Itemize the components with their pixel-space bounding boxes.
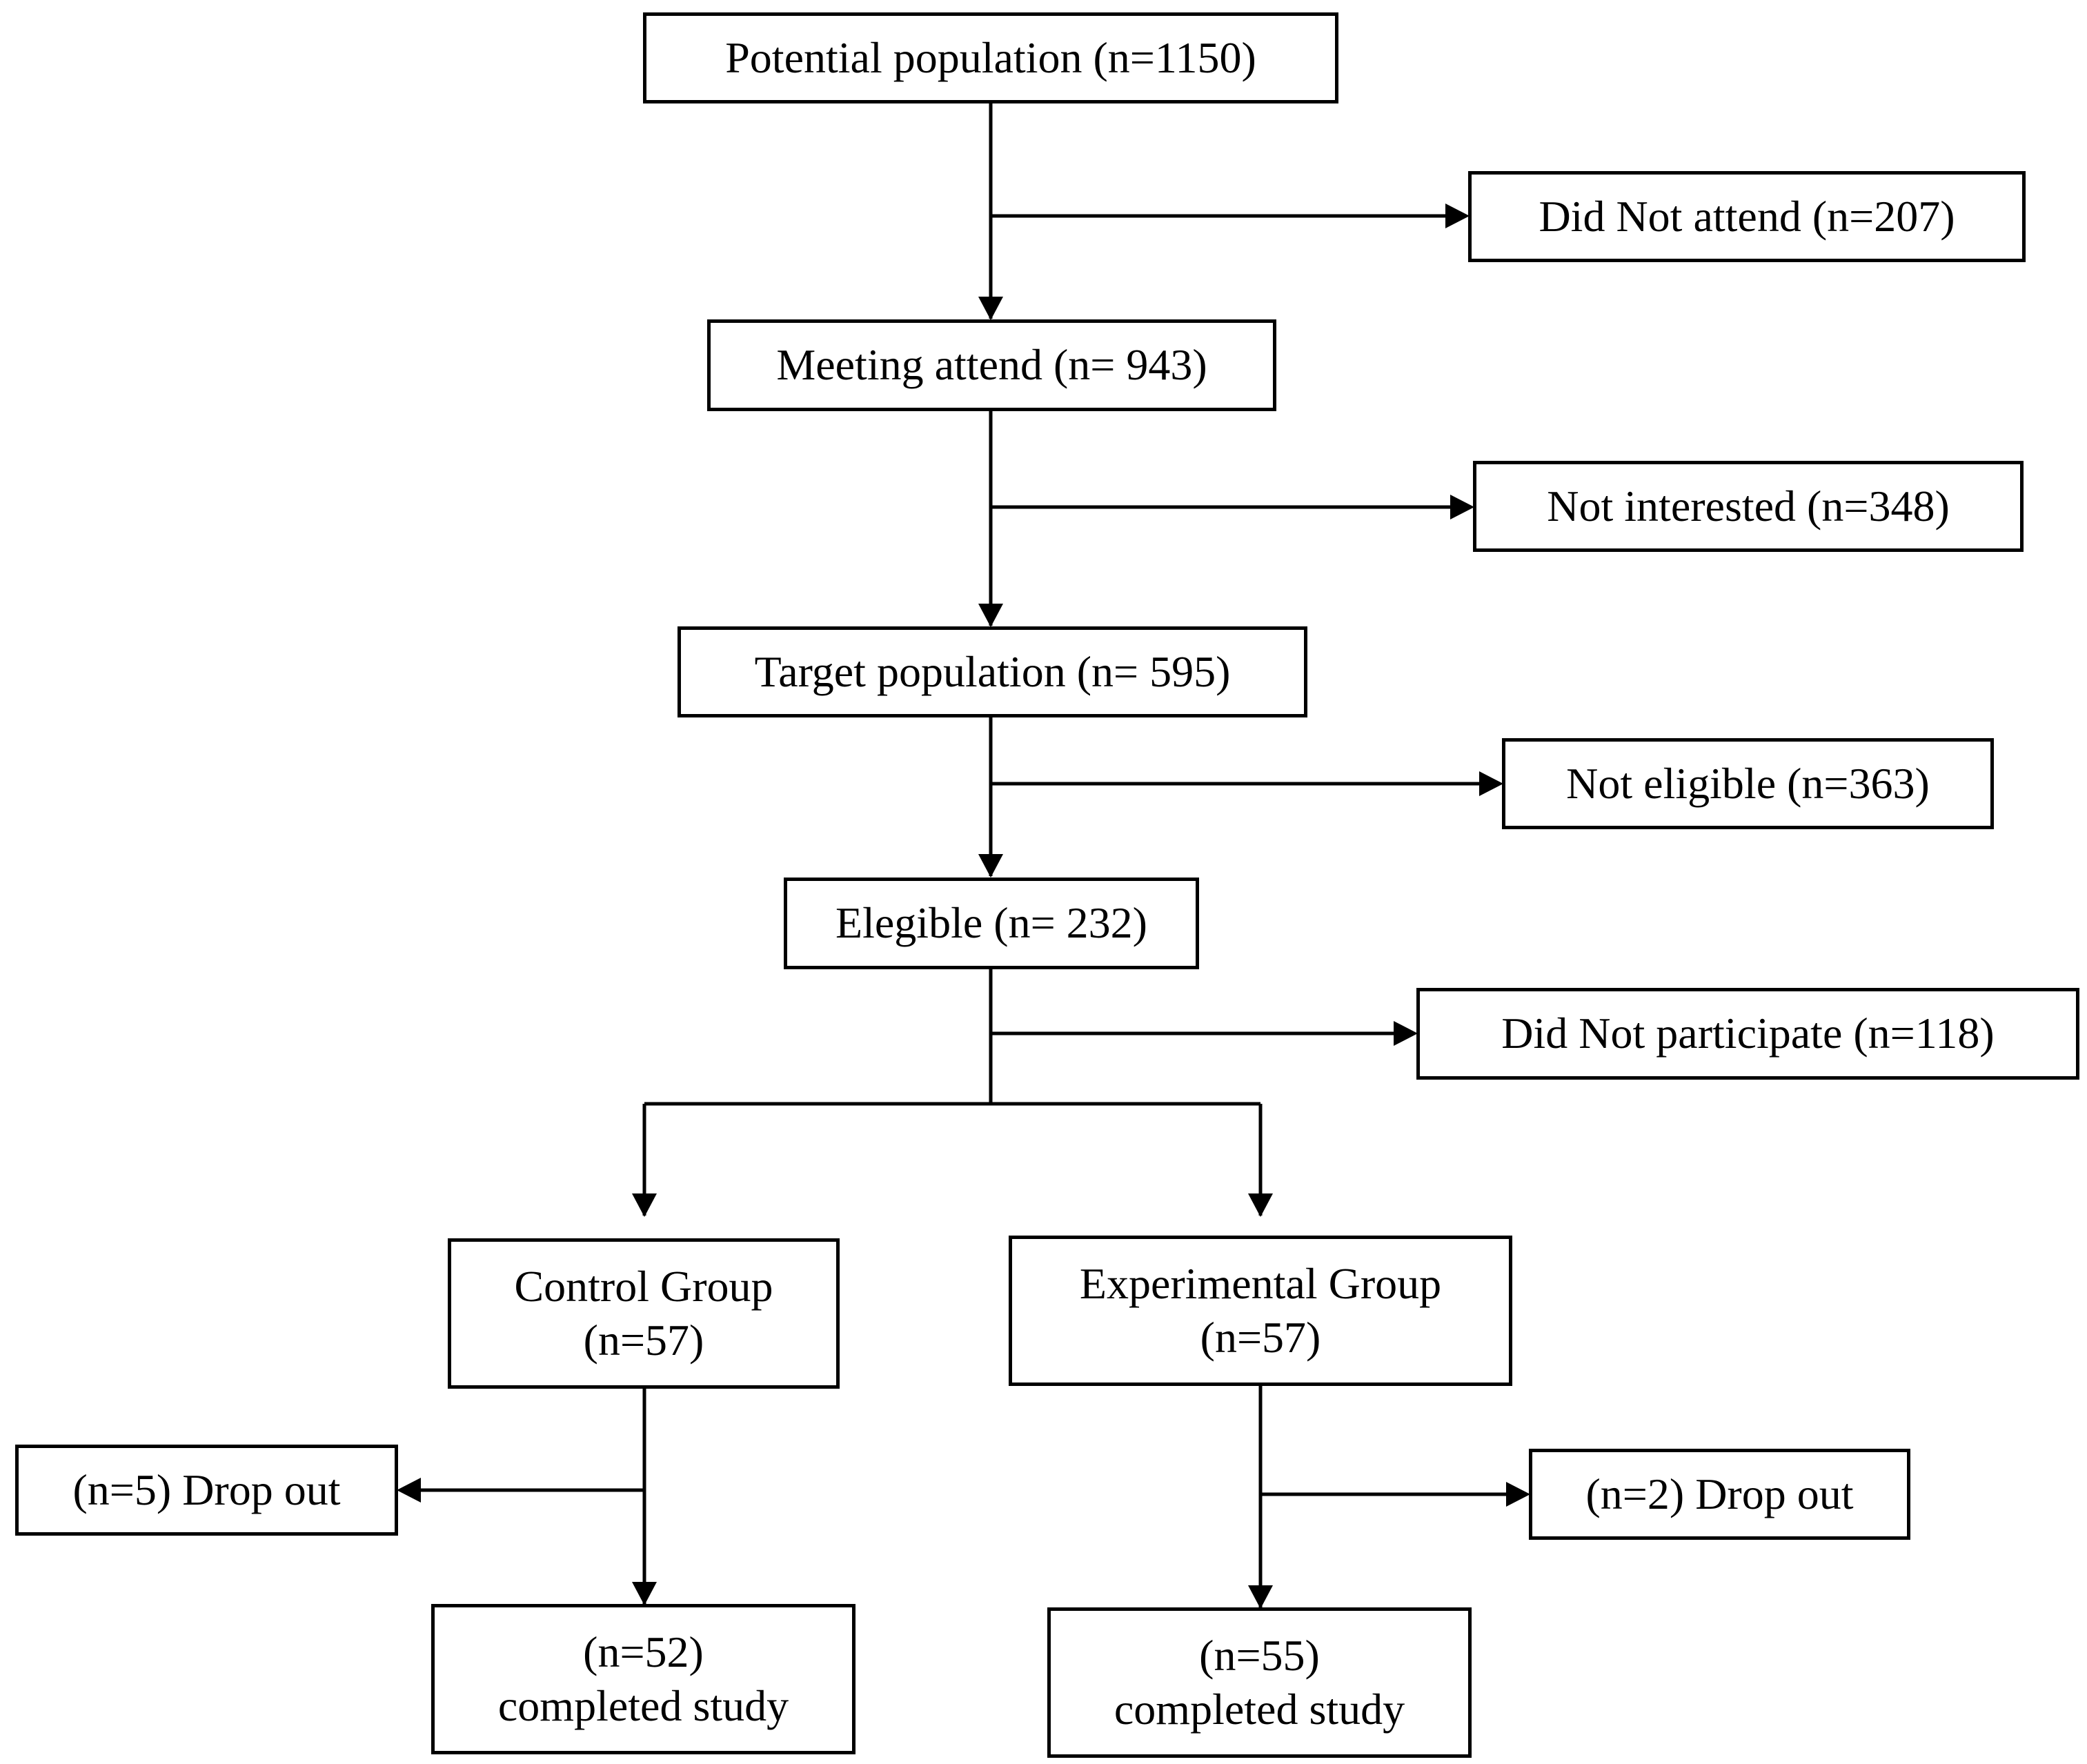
box-not-eligible: Not eligible (n=363) [1502, 738, 1994, 829]
box-label-line1: (n=55) [1199, 1630, 1320, 1680]
box-label-line2: completed study [1114, 1685, 1405, 1734]
box-meeting-attend: Meeting attend (n= 943) [707, 319, 1276, 411]
box-target-population: Target population (n= 595) [677, 626, 1307, 717]
box-label: Potential population (n=1150) [725, 32, 1256, 82]
box-did-not-participate: Did Not participate (n=118) [1416, 988, 2079, 1080]
box-experimental-dropout: (n=2) Drop out [1529, 1449, 1910, 1540]
box-label: (n=5) Drop out [72, 1465, 341, 1514]
box-label-line1: Control Group [514, 1261, 773, 1311]
box-control-dropout: (n=5) Drop out [15, 1445, 398, 1536]
box-label-line2: (n=57) [583, 1316, 704, 1365]
box-elegible: Elegible (n= 232) [784, 878, 1199, 969]
box-label-line2: completed study [497, 1681, 789, 1730]
box-label: Elegible (n= 232) [835, 898, 1147, 948]
box-label-line2: (n=57) [1200, 1313, 1321, 1362]
box-label: Meeting attend (n= 943) [776, 340, 1207, 390]
box-label: Not eligible (n=363) [1566, 758, 1930, 808]
box-label: (n=2) Drop out [1585, 1469, 1854, 1518]
box-label-line1: (n=52) [583, 1627, 704, 1676]
box-control-completed: (n=52) completed study [431, 1604, 855, 1754]
box-experimental-completed: (n=55) completed study [1047, 1607, 1472, 1758]
box-did-not-attend: Did Not attend (n=207) [1468, 171, 2026, 262]
box-label: Did Not participate (n=118) [1501, 1009, 1995, 1058]
box-label: Did Not attend (n=207) [1539, 191, 1955, 241]
box-not-interested: Not interested (n=348) [1473, 461, 2024, 552]
box-label: Target population (n= 595) [754, 646, 1231, 696]
box-potential-population: Potential population (n=1150) [643, 12, 1338, 103]
box-control-group: Control Group (n=57) [448, 1238, 840, 1389]
box-label-line1: Experimental Group [1079, 1258, 1442, 1308]
box-experimental-group: Experimental Group (n=57) [1009, 1236, 1512, 1386]
box-label: Not interested (n=348) [1547, 481, 1950, 531]
